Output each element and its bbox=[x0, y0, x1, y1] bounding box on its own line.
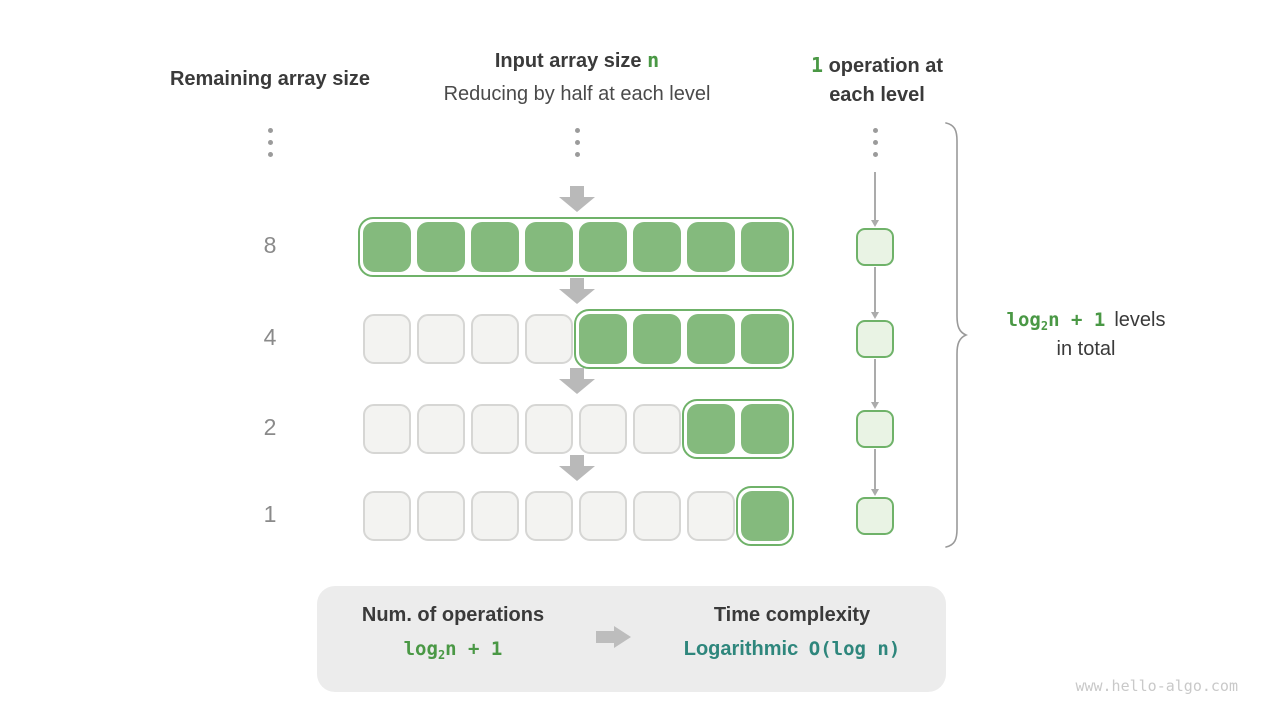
ellipsis-icon-left bbox=[267, 128, 273, 157]
operation-cell bbox=[856, 320, 894, 358]
summary-arrow-icon bbox=[596, 626, 631, 648]
array-cell-active bbox=[363, 222, 411, 272]
brace-icon bbox=[945, 122, 968, 548]
operation-arrow-icon bbox=[871, 402, 879, 409]
array-cell-empty bbox=[525, 314, 573, 364]
levels-word: levels bbox=[1114, 309, 1166, 331]
array-cell-empty bbox=[579, 404, 627, 454]
operations-formula: log2n + 1 bbox=[403, 638, 503, 662]
ellipsis-icon-middle bbox=[574, 128, 580, 157]
array-cell-active bbox=[741, 491, 789, 541]
operations-title: Num. of operations bbox=[361, 604, 545, 626]
header-one-operation-line2: each level bbox=[829, 84, 925, 106]
array-cell-empty bbox=[579, 491, 627, 541]
operation-arrow-line bbox=[874, 359, 876, 402]
header-input-array-size-line1: Input array size n bbox=[397, 46, 757, 75]
array-cell-active bbox=[471, 222, 519, 272]
active-group bbox=[358, 217, 794, 277]
array-cell-empty bbox=[471, 314, 519, 364]
operation-cell bbox=[856, 497, 894, 535]
array-cell-active bbox=[687, 404, 735, 454]
array-cell-empty bbox=[471, 404, 519, 454]
row-size-label: 2 bbox=[263, 414, 277, 440]
array-cell-active bbox=[633, 314, 681, 364]
summary-box: Num. of operations log2n + 1 Time comple… bbox=[317, 586, 946, 692]
array-cell-empty bbox=[417, 491, 465, 541]
operation-arrow-icon bbox=[871, 220, 879, 227]
array-cell-active bbox=[741, 222, 789, 272]
array-cell-active bbox=[525, 222, 573, 272]
array-cell-empty bbox=[417, 404, 465, 454]
active-group bbox=[736, 486, 794, 546]
operation-arrow-line bbox=[874, 172, 876, 220]
array-cell-empty bbox=[417, 314, 465, 364]
header-remaining-array-size: Remaining array size bbox=[169, 68, 371, 90]
array-cell-empty bbox=[687, 491, 735, 541]
active-group bbox=[574, 309, 794, 369]
reduce-arrow-icon bbox=[559, 186, 595, 212]
reduce-arrow-icon bbox=[559, 278, 595, 304]
operation-cell bbox=[856, 228, 894, 266]
complexity-value: Logarithmic O(log n) bbox=[647, 638, 937, 661]
complexity-title: Time complexity bbox=[713, 604, 871, 626]
array-row bbox=[358, 217, 794, 277]
array-cell-active bbox=[687, 222, 735, 272]
array-cell-empty bbox=[363, 404, 411, 454]
levels-total-label: log2n + 1 levels in total bbox=[976, 306, 1196, 364]
reduce-arrow-icon bbox=[559, 455, 595, 481]
reduce-arrow-icon bbox=[559, 368, 595, 394]
header-one-text: operation at bbox=[823, 55, 944, 77]
operation-arrow-line bbox=[874, 267, 876, 312]
array-cell-empty bbox=[633, 404, 681, 454]
row-size-label: 8 bbox=[263, 232, 277, 258]
complexity-word: Logarithmic bbox=[683, 638, 799, 660]
header-reducing-subtitle: Reducing by half at each level bbox=[443, 83, 711, 105]
array-cell-empty bbox=[525, 491, 573, 541]
watermark: www.hello-algo.com bbox=[1075, 677, 1238, 695]
ellipsis-icon-ops bbox=[872, 128, 878, 157]
array-cell-active bbox=[579, 314, 627, 364]
array-cell-empty bbox=[633, 491, 681, 541]
header-input-n: n bbox=[647, 48, 660, 72]
array-row bbox=[363, 399, 794, 459]
operation-arrow-line bbox=[874, 449, 876, 489]
header-one-number: 1 bbox=[810, 53, 824, 77]
header-input-array-size: Input array size n Reducing by half at e… bbox=[397, 46, 757, 113]
operations-block: Num. of operations log2n + 1 bbox=[333, 604, 573, 662]
array-cell-active bbox=[417, 222, 465, 272]
operation-cell bbox=[856, 410, 894, 448]
array-cell-active bbox=[687, 314, 735, 364]
header-one-operation: 1 operation at each level bbox=[757, 51, 997, 110]
row-size-label: 1 bbox=[263, 501, 277, 527]
array-cell-empty bbox=[525, 404, 573, 454]
operation-arrow-icon bbox=[871, 312, 879, 319]
array-cell-empty bbox=[471, 491, 519, 541]
levels-total-line1: log2n + 1 levels bbox=[976, 306, 1196, 335]
array-cell-active bbox=[741, 404, 789, 454]
array-cell-empty bbox=[363, 314, 411, 364]
complexity-block: Time complexity Logarithmic O(log n) bbox=[647, 604, 937, 661]
array-cell-active bbox=[579, 222, 627, 272]
array-cell-active bbox=[741, 314, 789, 364]
array-cell-empty bbox=[363, 491, 411, 541]
active-group bbox=[682, 399, 794, 459]
operation-arrow-icon bbox=[871, 489, 879, 496]
levels-total-line2: in total bbox=[1056, 338, 1116, 360]
array-row bbox=[363, 309, 794, 369]
header-input-array-size-text: Input array size bbox=[494, 50, 648, 72]
complexity-code: O(log n) bbox=[808, 638, 901, 660]
row-size-label: 4 bbox=[263, 324, 277, 350]
array-row bbox=[363, 486, 794, 546]
header-one-operation-line1: 1 operation at bbox=[757, 51, 997, 81]
array-cell-active bbox=[633, 222, 681, 272]
levels-formula: log2n + 1 bbox=[1006, 309, 1106, 333]
